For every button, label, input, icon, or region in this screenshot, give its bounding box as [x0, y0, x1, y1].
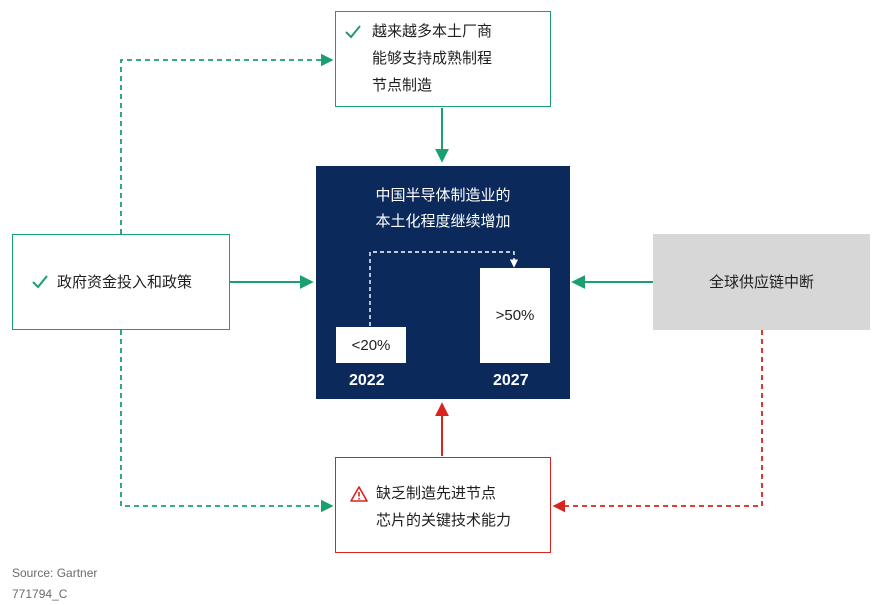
bar-2022-value: <20% — [336, 327, 406, 363]
year-2022-label: 2022 — [349, 372, 385, 389]
bottom-box-line-2: 芯片的关键技术能力 — [376, 511, 512, 529]
center-box: 中国半导体制造业的 本土化程度继续增加 <20% 2022 >50% 2027 — [316, 166, 570, 399]
dashed-left-to-top — [120, 53, 334, 234]
center-title-line-1: 中国半导体制造业的 — [375, 186, 511, 204]
check-icon — [32, 275, 48, 289]
bottom-box: 缺乏制造先进节点 芯片的关键技术能力 — [335, 457, 551, 553]
warning-icon — [350, 486, 368, 502]
right-box: 全球供应链中断 — [653, 234, 870, 330]
right-box-text: 全球供应链中断 — [708, 272, 814, 291]
bottom-box-line-1: 缺乏制造先进节点 — [376, 484, 497, 502]
center-title-line-2: 本土化程度继续增加 — [375, 212, 511, 230]
top-box-line-1: 越来越多本土厂商 — [372, 22, 493, 40]
left-box-text: 政府资金投入和政策 — [57, 272, 193, 291]
check-icon — [345, 25, 361, 39]
figure-code: 771794_C — [12, 587, 68, 601]
dashed-left-to-bottom — [120, 330, 334, 513]
bar-2027-value: >50% — [480, 268, 550, 363]
top-box-line-2: 能够支持成熟制程 — [372, 49, 493, 67]
source-label: Source: Gartner — [12, 566, 98, 580]
top-box: 越来越多本土厂商 能够支持成熟制程 节点制造 — [335, 11, 551, 107]
year-2027-label: 2027 — [493, 372, 529, 389]
dashed-growth-arrow — [369, 251, 519, 326]
left-box: 政府资金投入和政策 — [12, 234, 230, 330]
dashed-right-to-bottom — [552, 330, 763, 513]
top-box-line-3: 节点制造 — [372, 76, 433, 94]
